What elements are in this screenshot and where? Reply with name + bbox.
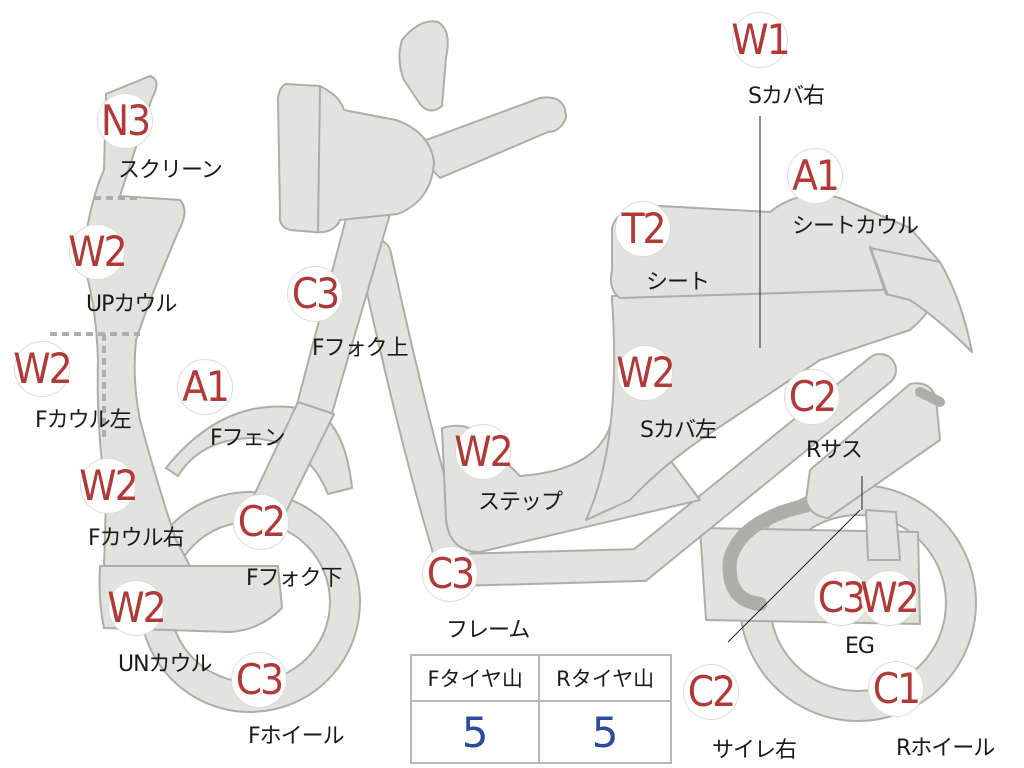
rank-badge-frame: C3 <box>422 546 478 602</box>
rank-badge-f-fender: A1 <box>177 359 233 415</box>
rank-badge-f-cowl-left: W2 <box>13 341 73 397</box>
seat-cowl-shape <box>869 247 973 353</box>
headlight-shape <box>277 83 435 234</box>
rank-badge-s-cover-left: W2 <box>616 345 676 401</box>
front-tread-header: Fタイヤ山 <box>409 654 541 702</box>
part-label-f-fender: Fフェン <box>210 426 286 451</box>
part-label-s-cover-left: Sカバ左 <box>640 418 717 443</box>
part-label-f-wheel: Fホイール <box>248 724 345 749</box>
part-label-screen: スクリーン <box>118 158 223 183</box>
rank-badge-un-cowl: W2 <box>107 580 167 636</box>
part-label-frame: フレーム <box>446 618 530 643</box>
tire-tread-table: Fタイヤ山 Rタイヤ山 5 5 <box>409 654 672 764</box>
mirror-shape <box>398 20 449 112</box>
rank-badge-seat-cowl: A1 <box>787 148 843 204</box>
rank-badge-screen: N3 <box>97 93 153 149</box>
part-label-f-fork-lower: Fフォク下 <box>246 566 343 591</box>
part-label-f-cowl-left: Fカウル左 <box>35 408 132 433</box>
part-label-up-cowl: UPカウル <box>86 292 177 317</box>
rank-badge-eg-2: W2 <box>860 570 920 626</box>
part-label-muffler-right: サイレ右 <box>712 738 797 763</box>
rank-badge-f-fork-lower: C2 <box>233 494 289 550</box>
part-label-eg: EG <box>845 634 875 659</box>
rank-badge-step: W2 <box>454 424 514 480</box>
rank-badge-up-cowl: W2 <box>68 224 128 280</box>
part-label-un-cowl: UNカウル <box>118 652 213 677</box>
part-label-r-sus: Rサス <box>806 438 863 463</box>
part-label-seat-cowl: シートカウル <box>792 214 919 239</box>
rank-badge-f-cowl-right: W2 <box>79 458 139 514</box>
rear-tread-header: Rタイヤ山 <box>538 654 672 702</box>
rank-badge-f-wheel: C3 <box>231 652 287 708</box>
part-label-f-fork-upper: Fフォク上 <box>312 336 409 361</box>
rear-suspension-shape <box>805 382 941 519</box>
rank-badge-r-wheel: C1 <box>868 661 924 717</box>
handlebar-shape <box>409 96 567 179</box>
front-tread-value: 5 <box>409 700 541 764</box>
rear-tread-value: 5 <box>538 700 672 764</box>
rank-badge-muffler-right: C2 <box>683 664 739 720</box>
rank-badge-s-cover-right: W1 <box>731 12 791 68</box>
part-label-seat: シート <box>646 270 710 295</box>
part-label-f-cowl-right: Fカウル右 <box>88 526 185 551</box>
part-label-step: ステップ <box>478 490 563 515</box>
rank-badge-f-fork-upper: C3 <box>287 266 343 322</box>
part-label-r-wheel: Rホイール <box>896 736 995 761</box>
rank-badge-r-sus: C2 <box>784 369 840 425</box>
rank-badge-eg: C3 <box>813 570 869 626</box>
front-fork-shape <box>247 195 391 521</box>
rank-badge-seat: T2 <box>615 201 671 257</box>
part-label-s-cover-right: Sカバ右 <box>748 84 825 109</box>
